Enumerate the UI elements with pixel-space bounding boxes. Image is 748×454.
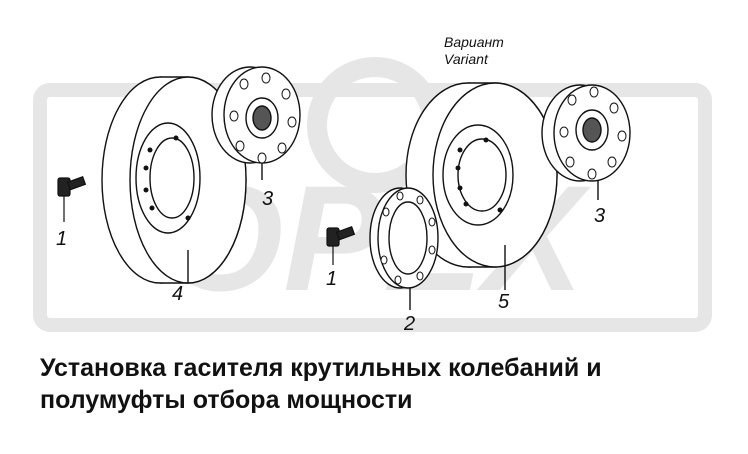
- half-coupling-left: [211, 66, 301, 180]
- half-coupling-right: [541, 84, 631, 200]
- variant-label-ru: Вариант: [444, 34, 504, 50]
- bolt-center: [326, 225, 356, 265]
- callout-2: 2: [403, 313, 415, 335]
- ring-spacer: [369, 187, 439, 310]
- callout-4: 4: [172, 283, 183, 305]
- callout-5: 5: [498, 291, 510, 313]
- damper-left: [101, 76, 247, 284]
- bolt-left: [57, 175, 87, 222]
- callout-3-right: 3: [594, 205, 605, 227]
- caption-line-1: Установка гасителя крутильных колебаний …: [40, 354, 602, 382]
- callout-1-center: 1: [326, 268, 337, 290]
- figure-caption: Установка гасителя крутильных колебаний …: [40, 352, 740, 416]
- callout-3-left: 3: [262, 188, 273, 210]
- callout-1-left: 1: [56, 228, 67, 250]
- damper-right: [405, 82, 558, 290]
- caption-line-2: полумуфты отбора мощности: [40, 386, 413, 414]
- variant-label-en: Variant: [444, 51, 489, 67]
